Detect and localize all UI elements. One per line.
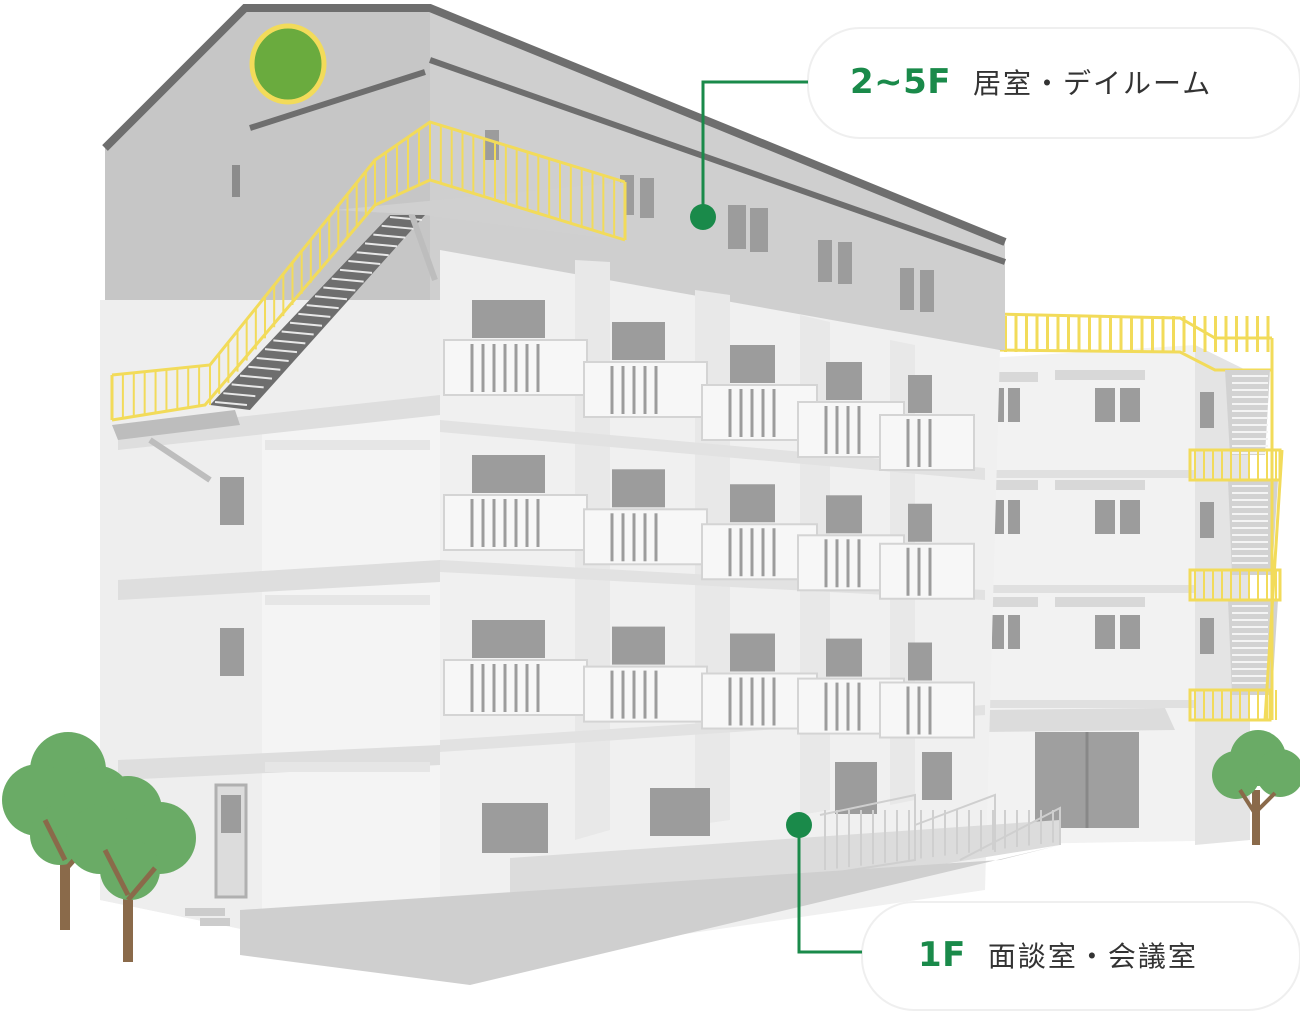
tree-middle [66,776,196,962]
window [472,300,545,338]
stair-step [248,365,281,371]
right-wing [955,345,1250,845]
balcony-railing [879,414,975,471]
callout-ground-floor: 1F [918,935,966,975]
stair-step [381,224,414,230]
stair-step [273,339,306,345]
window [472,455,545,493]
window [612,322,665,360]
window [908,375,932,413]
ramp-railing [914,793,996,852]
balcony-railing [879,681,975,739]
stair-step [323,286,356,292]
stair-step [314,295,348,301]
callout-upper-leader [701,80,808,217]
main-fire-escape [110,120,627,483]
callout-upper-floor: 2~5F [850,62,952,102]
tree-right [1212,730,1300,845]
window [826,362,862,400]
window [908,642,932,681]
stair-step [389,216,423,221]
right-fire-escape [1188,338,1284,722]
callout-ground [786,812,1300,1011]
window [730,345,775,383]
window [730,484,775,523]
window [826,495,862,534]
window [908,503,932,542]
stair-step [231,383,264,389]
stair-step [214,401,248,406]
window [612,626,665,665]
stair-step [364,242,398,248]
stair-step [298,312,331,318]
callout-upper-description: 居室・デイルーム [973,67,1213,100]
stair-step [306,304,339,310]
callout-ground-marker [786,812,812,838]
callout-upper-marker [690,204,716,230]
stair-step [256,356,289,362]
stair-step [239,374,273,380]
balcony-railing [701,523,818,581]
window [730,633,775,672]
stair-step [339,268,373,274]
stair-step [331,277,364,283]
callout-ground-label: 1F 面談室・会議室 [918,935,1198,975]
callout-upper [690,27,1300,230]
window [826,638,862,677]
roof-emblem [249,23,327,105]
stair-step [281,330,314,336]
callout-ground-bubble [861,901,1300,1011]
stair-step [264,348,298,354]
right-roof-railing [993,312,1272,372]
stair-step [356,251,389,257]
stair-step [373,233,406,239]
stair-step [289,321,323,327]
ramp-railing [819,793,916,876]
main-building [100,4,1061,985]
window [612,469,665,508]
balcony-railing [879,542,975,600]
window [472,620,545,658]
callout-upper-label: 2~5F 居室・デイルーム [850,62,1212,102]
callout-ground-leader [797,825,862,954]
stair-step [348,260,381,266]
callout-ground-description: 面談室・会議室 [987,940,1198,973]
stair-step [223,392,256,398]
